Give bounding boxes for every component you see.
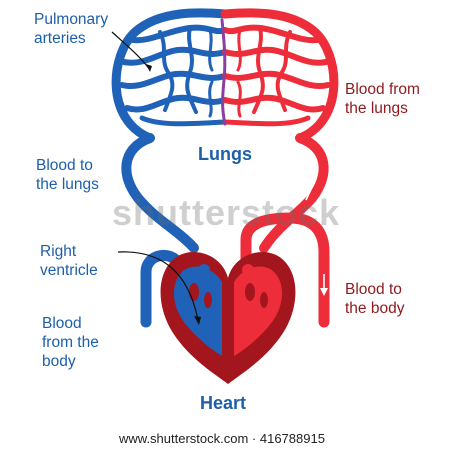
label-heart: Heart [200,393,247,413]
pulmonary-artery-vessel [121,133,199,253]
label-pulmonary-arteries: Pulmonary arteries [34,11,109,47]
watermark: shutterstock [112,192,341,233]
label-blood-to-lungs: Blood to the lungs [36,157,99,193]
aorta-vessel [240,212,330,328]
label-blood-to-body: Blood to the body [345,281,405,317]
footer-credit: www.shutterstock.com · 416788915 [119,431,325,446]
label-blood-from-lungs: Blood from the lungs [345,81,420,117]
label-lungs: Lungs [198,144,252,164]
pointer-lines [111,31,201,325]
pulmonary-vein-vessel [259,133,329,253]
flow-arrow-from-lungs [305,184,314,201]
heart [160,251,296,384]
lung-capillary-network [111,8,339,143]
label-right-ventricle: Right ventricle [40,243,98,279]
right-ventricle-pointer [117,251,199,321]
label-blood-from-body: Blood from the body [42,315,99,370]
